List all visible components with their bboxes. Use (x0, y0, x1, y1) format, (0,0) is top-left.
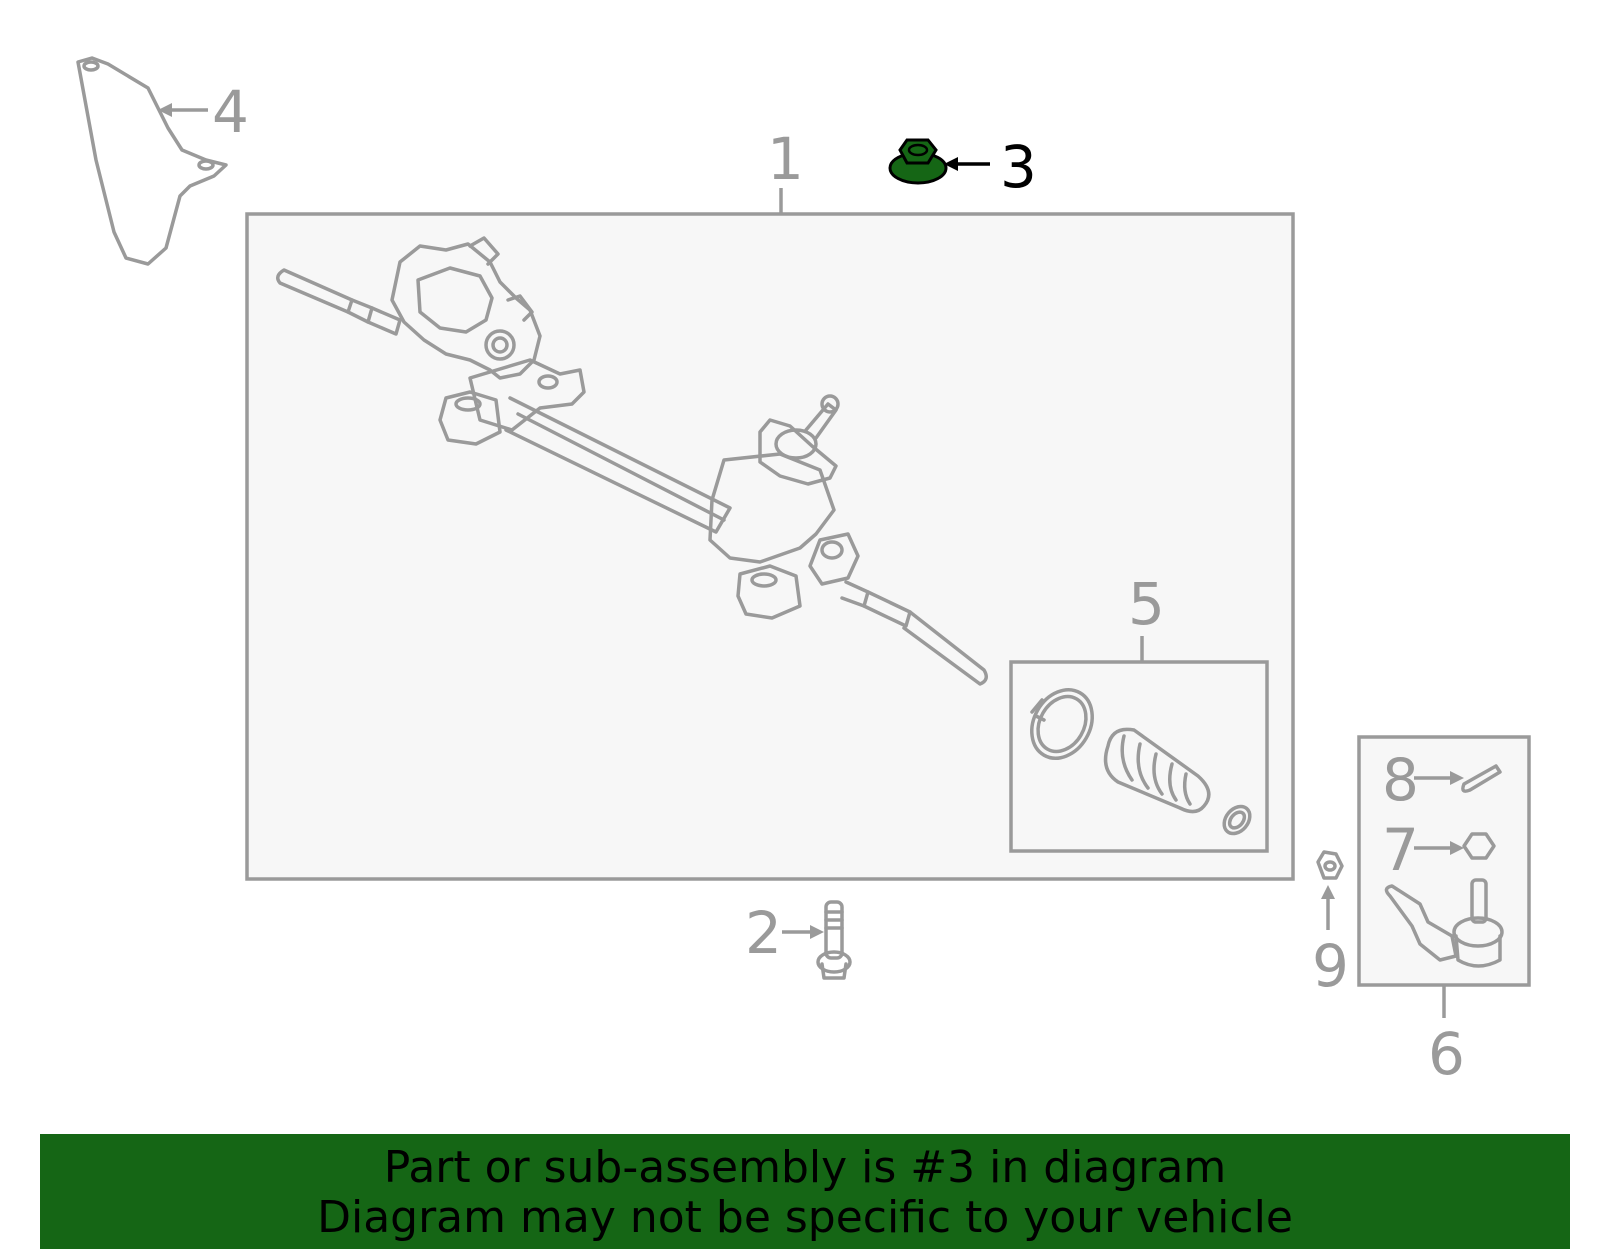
part-4-bracket (76, 56, 228, 266)
notice-banner: Part or sub-assembly is #3 in diagram Di… (40, 1134, 1570, 1249)
callout-4-arrow (158, 103, 172, 117)
callout-2[interactable]: 2 (745, 899, 782, 967)
part-5-boot-kit (1030, 688, 1252, 836)
callout-4[interactable]: 4 (212, 78, 249, 146)
part-2-bolt (816, 900, 852, 980)
part-7-castle-nut (1462, 832, 1496, 860)
callout-6[interactable]: 6 (1428, 1020, 1465, 1088)
callout-3-arrow (944, 157, 958, 171)
callout-9-arrow (1321, 885, 1335, 899)
callout-8[interactable]: 8 (1382, 746, 1419, 814)
part-6-tie-rod-end (1384, 878, 1504, 968)
part-3-nut-highlighted[interactable] (888, 138, 948, 185)
callout-7[interactable]: 7 (1382, 816, 1419, 884)
callout-7-arrow (1450, 841, 1464, 855)
callout-3[interactable]: 3 (1000, 133, 1037, 201)
callout-1[interactable]: 1 (767, 125, 804, 193)
banner-line-2: Diagram may not be specific to your vehi… (317, 1192, 1293, 1243)
callout-9[interactable]: 9 (1312, 932, 1349, 1000)
callout-5[interactable]: 5 (1128, 570, 1165, 638)
part-8-cotter-pin (1461, 764, 1502, 793)
callout-2-arrow (810, 925, 824, 939)
part-1-steering-gear-assembly (276, 236, 988, 686)
part-9-nut (1316, 850, 1344, 880)
callout-8-arrow (1450, 771, 1464, 785)
banner-line-1: Part or sub-assembly is #3 in diagram (383, 1142, 1227, 1193)
